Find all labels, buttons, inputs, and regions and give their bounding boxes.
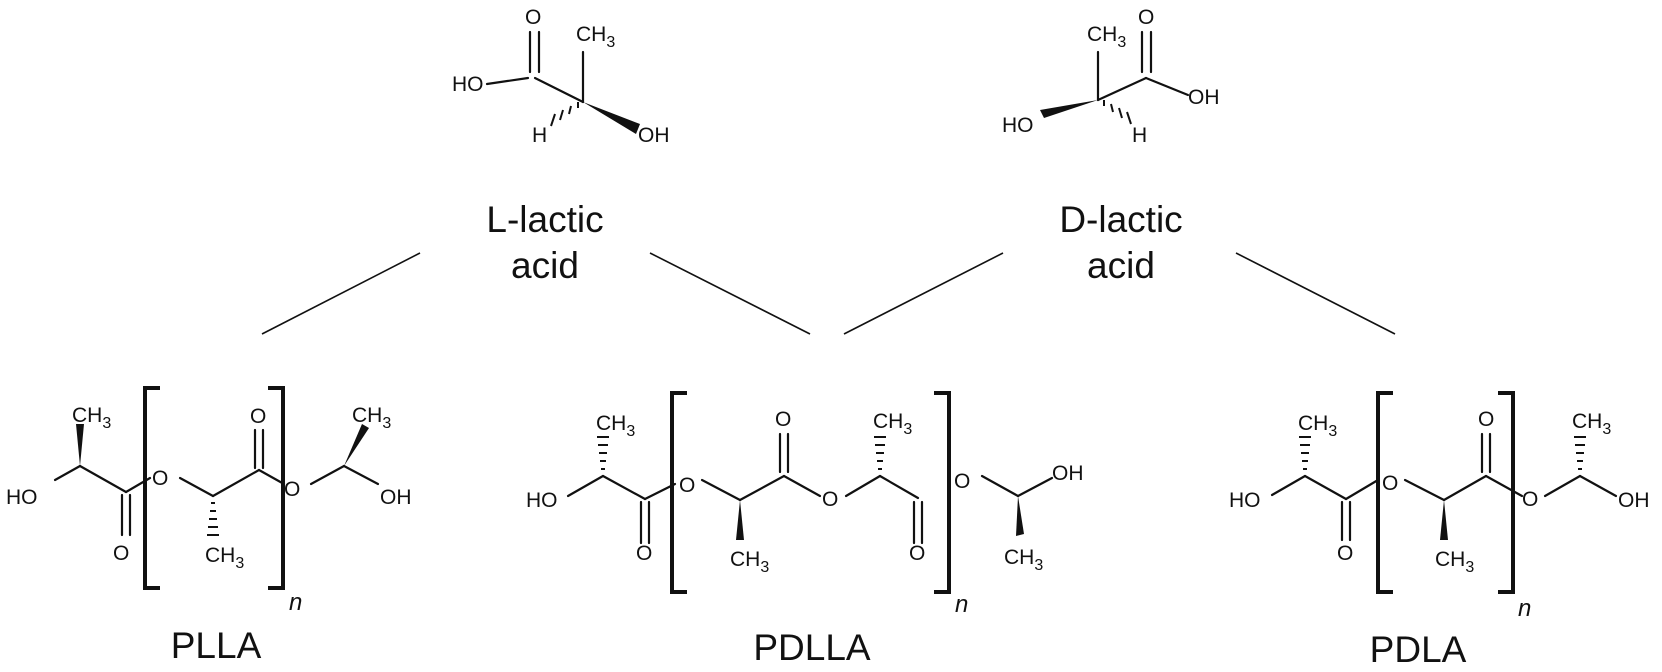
connector-d-to-pdla: [1235, 252, 1396, 335]
methyl-label: CH3: [730, 548, 769, 576]
terminal-hydroxyl-label: HO: [1229, 489, 1261, 512]
connector-l-to-pdlla: [649, 252, 811, 335]
ester-oxygen-label: O: [284, 478, 300, 501]
carbonyl-oxygen-label: O: [250, 405, 266, 428]
acid-hydroxyl-label: HO: [452, 73, 484, 96]
terminal-hydroxyl-label: OH: [1052, 462, 1084, 485]
l-lactic-acid-name-line2: acid: [511, 245, 579, 286]
carbonyl-oxygen-label: O: [909, 542, 925, 565]
carbonyl-oxygen-label: O: [1478, 408, 1494, 431]
carbonyl-oxygen-label: O: [113, 542, 129, 565]
plla-structure: HO CH3 O O O CH3 n O CH3 OH: [6, 386, 412, 616]
d-lactic-acid-name-line2: acid: [1087, 245, 1155, 286]
repeat-unit-right-bracket: [1498, 391, 1515, 594]
ester-oxygen-label: O: [822, 488, 838, 511]
carbonyl-oxygen-label: O: [636, 542, 652, 565]
carbonyl-oxygen-label: O: [1138, 6, 1154, 29]
repeat-unit-left-bracket: [670, 391, 687, 594]
d-lactic-acid-name: D-lactic: [1059, 199, 1182, 240]
repeat-index: n: [1518, 595, 1531, 622]
methyl-label: CH3: [1004, 546, 1043, 574]
ester-oxygen-label: O: [1382, 472, 1398, 495]
pdla-label: PDLA: [1370, 629, 1467, 667]
methyl-label: CH3: [1298, 412, 1337, 440]
terminal-hydroxyl-label: OH: [1618, 489, 1650, 512]
ester-oxygen-label: O: [954, 470, 970, 493]
pdlla-label: PDLLA: [753, 627, 871, 667]
methyl-label: CH3: [1087, 23, 1126, 51]
d-lactic-acid-structure: O CH3 HO H OH: [1002, 6, 1220, 147]
plla-label: PLLA: [171, 625, 262, 666]
hydrogen-label: H: [532, 124, 547, 147]
repeat-unit-right-bracket: [268, 386, 285, 590]
repeat-unit-right-bracket: [934, 391, 951, 594]
connector-lines: [261, 252, 1396, 335]
carbonyl-oxygen-label: O: [1337, 542, 1353, 565]
d-lactic-acid-label: D-lactic acid: [1059, 199, 1182, 286]
hydrogen-label: H: [1132, 124, 1147, 147]
pdla-structure: HO CH3 O O O CH3 n O CH3 OH: [1229, 391, 1650, 622]
alcohol-hydroxyl-label: HO: [1002, 114, 1034, 137]
repeat-unit-left-bracket: [1376, 391, 1393, 594]
methyl-label: CH3: [72, 404, 111, 432]
l-lactic-acid-label: L-lactic acid: [486, 199, 603, 286]
repeat-index: n: [955, 591, 968, 618]
repeat-index: n: [289, 589, 302, 616]
acid-hydroxyl-label: OH: [1188, 86, 1220, 109]
pdlla-structure: HO CH3 O O O CH3 O CH3 O n O: [526, 391, 1084, 618]
connector-d-to-pdlla: [843, 252, 1004, 335]
connector-l-to-plla: [261, 252, 421, 335]
terminal-hydroxyl-label: HO: [6, 486, 38, 509]
methyl-label: CH3: [1572, 410, 1611, 438]
ester-oxygen-label: O: [1522, 488, 1538, 511]
terminal-hydroxyl-label: HO: [526, 489, 558, 512]
methyl-label: CH3: [873, 410, 912, 438]
methyl-label: CH3: [1435, 548, 1474, 576]
methyl-label: CH3: [596, 412, 635, 440]
l-lactic-acid-name: L-lactic: [486, 199, 603, 240]
ester-oxygen-label: O: [679, 474, 695, 497]
methyl-label: CH3: [352, 404, 391, 432]
l-lactic-acid-structure: O HO CH3 H OH: [452, 6, 670, 147]
repeat-unit-left-bracket: [143, 386, 160, 590]
methyl-label: CH3: [576, 23, 615, 51]
methyl-label: CH3: [205, 544, 244, 572]
alcohol-hydroxyl-label: OH: [638, 124, 670, 147]
terminal-hydroxyl-label: OH: [380, 486, 412, 509]
carbonyl-oxygen-label: O: [525, 6, 541, 29]
carbonyl-oxygen-label: O: [775, 408, 791, 431]
ester-oxygen-label: O: [152, 467, 168, 490]
